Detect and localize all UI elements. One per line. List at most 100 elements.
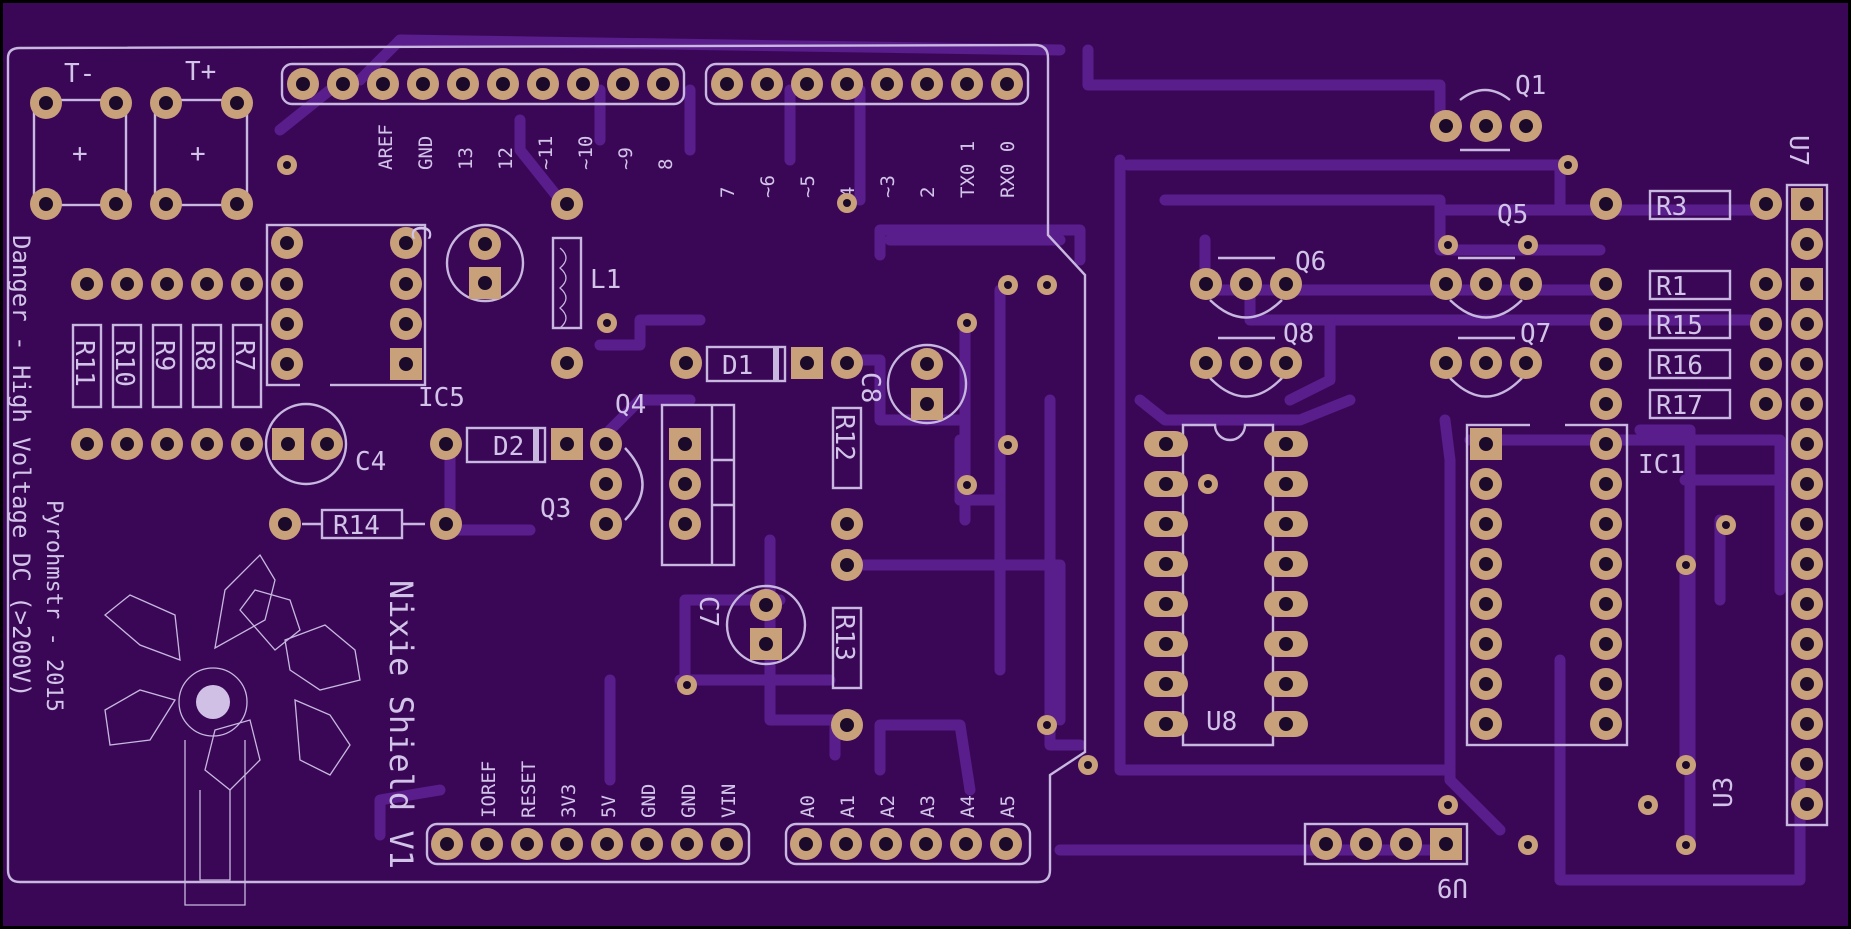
drill-hole — [296, 77, 310, 91]
drill-hole — [640, 837, 654, 851]
via-hole — [1524, 841, 1532, 849]
drill-hole — [440, 837, 454, 851]
vias — [277, 155, 1736, 855]
t-plus-plus-sign: + — [190, 139, 206, 169]
header-bottom-right-pin-label: A0 — [797, 795, 819, 818]
drill-hole — [520, 837, 534, 851]
header-top-left-pin-label: GND — [415, 136, 437, 170]
header-top-right-pin-label: 4 — [837, 187, 859, 198]
header-bottom-left-pin-label: 3V3 — [558, 784, 580, 818]
drill-hole — [800, 77, 814, 91]
drill-hole — [416, 77, 430, 91]
ic1-label: IC1 — [1638, 450, 1685, 480]
drill-hole — [120, 277, 134, 291]
drill-hole — [1800, 277, 1814, 291]
header-top-right-pin-label: 2 — [917, 187, 939, 198]
header-bottom-left-pin-label: GND — [678, 784, 700, 818]
via-hole — [1524, 241, 1532, 249]
shield-outline — [6, 43, 1087, 884]
drill-hole — [960, 77, 974, 91]
u8-label: U8 — [1206, 707, 1237, 737]
via-hole — [1682, 841, 1690, 849]
diode-d1: D1 — [670, 345, 823, 383]
t-minus-plus-sign: + — [72, 139, 88, 169]
drill-hole — [600, 837, 614, 851]
header-top-left-pin-label: AREF — [375, 124, 397, 170]
drill-hole — [1800, 597, 1814, 611]
q6-label: Q6 — [1295, 247, 1326, 277]
q7-label: Q7 — [1520, 319, 1551, 349]
drill-hole — [1800, 637, 1814, 651]
ic5-package: IC5 — [265, 223, 465, 413]
ic-u8: U8 — [1144, 423, 1308, 747]
u9-label: U9 — [1437, 872, 1468, 902]
resistor-r14: R14 — [269, 508, 462, 541]
r9-label: R9 — [149, 340, 179, 371]
via-hole — [1204, 480, 1212, 488]
header-top-right-pin-label: ~5 — [797, 175, 819, 198]
transistor-q1: Q1 — [1430, 71, 1546, 152]
via-hole — [1043, 281, 1051, 289]
r11-label: R11 — [69, 340, 99, 387]
d1-label: D1 — [722, 351, 753, 381]
header-top-left — [280, 62, 686, 106]
u7-label: U7 — [1783, 135, 1813, 166]
drill-hole — [200, 437, 214, 451]
capacitor-c8: C8 — [855, 343, 968, 425]
resistor-r16: R16 — [1590, 348, 1782, 381]
drill-hole — [1159, 517, 1173, 531]
terminal-t-minus: T- + — [30, 59, 132, 220]
r3-label: R3 — [1656, 192, 1687, 222]
drill-hole — [1279, 637, 1293, 651]
drill-hole — [920, 77, 934, 91]
drill-hole — [376, 77, 390, 91]
regulator-to220 — [660, 403, 736, 567]
board-substrate — [3, 3, 1848, 926]
transistor-q3-q4: Q4 Q3 — [540, 390, 646, 540]
header-top-left-pin-label: ~10 — [575, 136, 597, 170]
drill-hole — [1279, 437, 1293, 451]
drill-hole — [959, 837, 973, 851]
drill-hole — [80, 437, 94, 451]
drill-hole — [456, 77, 470, 91]
drill-hole — [1279, 597, 1293, 611]
drill-hole — [1800, 797, 1814, 811]
resistor-r12: R12 — [829, 347, 863, 540]
drill-hole — [496, 77, 510, 91]
r15-label: R15 — [1656, 311, 1703, 341]
connector-u9: U9 — [1303, 822, 1469, 902]
c8-label: C8 — [855, 372, 885, 403]
header-bottom-right-pin-label: A4 — [957, 795, 979, 818]
drill-hole — [1800, 397, 1814, 411]
via-hole — [1084, 761, 1092, 769]
drill-hole — [160, 277, 174, 291]
q1-label: Q1 — [1515, 71, 1546, 101]
header-bottom-right-pin-label: A2 — [877, 795, 899, 818]
capacitor-c7: C7 — [693, 584, 807, 666]
via-hole — [963, 481, 971, 489]
header-top-left-pin-label: ~11 — [535, 136, 557, 170]
drill-hole — [560, 837, 574, 851]
resistor-r1: R1 — [1590, 268, 1782, 302]
via-hole — [1444, 801, 1452, 809]
resistor-body — [71, 323, 103, 409]
drill-hole — [1599, 637, 1613, 651]
drill-hole — [1800, 357, 1814, 371]
terminal-t-plus: T+ + — [150, 57, 253, 220]
header-bottom-right — [784, 822, 1032, 866]
header-top-left-pin-label: 8 — [655, 159, 677, 170]
via-hole — [1682, 561, 1690, 569]
drill-hole — [120, 437, 134, 451]
r1-label: R1 — [1656, 272, 1687, 302]
drill-hole — [160, 437, 174, 451]
drill-hole — [1159, 677, 1173, 691]
connector-u7: U7 — [1783, 135, 1829, 827]
drill-hole — [1800, 517, 1814, 531]
ic5-label: IC5 — [418, 383, 465, 413]
drill-hole — [200, 277, 214, 291]
drill-hole — [880, 77, 894, 91]
transistor-q6: Q6 — [1190, 247, 1326, 319]
via-hole — [1564, 161, 1572, 169]
